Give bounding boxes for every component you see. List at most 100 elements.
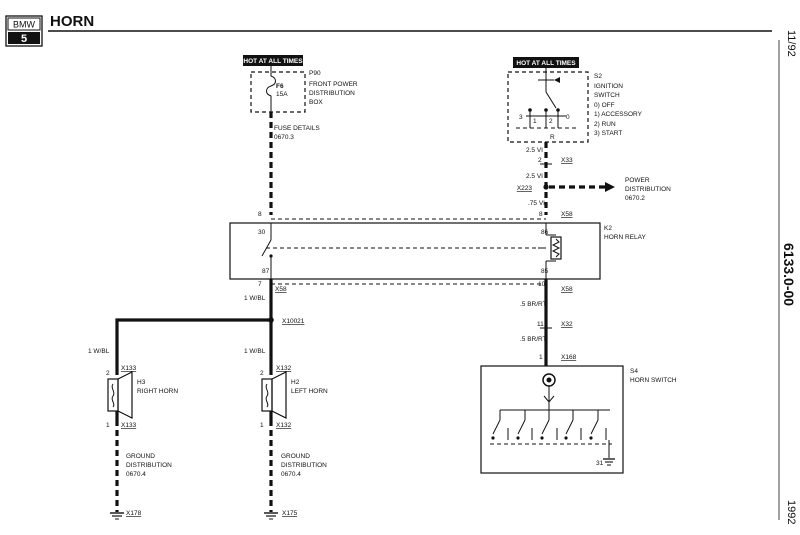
right-horn-pin-top: 2 <box>106 370 110 377</box>
fuse-component-id: P90 <box>309 70 321 77</box>
fuse-rating: 15A <box>276 91 288 98</box>
relay-out-pin-left: 7 <box>258 281 262 288</box>
side-year: 1992 <box>785 500 797 524</box>
relay-term-87: 87 <box>262 268 270 275</box>
fuse-name-1: FRONT POWER <box>309 81 358 88</box>
left-horn-gauge: 1 W/BL <box>244 348 266 355</box>
right-horn-conn-top: X133 <box>121 365 137 372</box>
left-horn-pin-bottom: 1 <box>260 422 264 429</box>
right-horn-ground-2: DISTRIBUTION <box>126 462 172 469</box>
fuse-details-1: FUSE DETAILS <box>274 125 320 132</box>
right-horn-pin-bottom: 1 <box>106 422 110 429</box>
logo-bottom-text: 5 <box>21 33 27 45</box>
fuse-box-outline <box>250 71 306 113</box>
left-horn-conn-bottom: X132 <box>276 422 292 429</box>
ignition-switch-blade <box>545 91 557 109</box>
right-horn-conn-bottom: X133 <box>121 422 137 429</box>
horn-switch-slip-ring-icon <box>542 373 556 387</box>
horn-switch-ground-pin: 31 <box>596 460 604 467</box>
hs-wire-pin-2: 1 <box>539 354 543 361</box>
hs-wire-conn-2: X168 <box>561 354 577 361</box>
relay-term-30: 30 <box>258 229 266 236</box>
left-horn-pin-top: 2 <box>260 370 264 377</box>
right-horn-id: H3 <box>137 379 146 386</box>
relay-out-conn-right: X58 <box>561 286 573 293</box>
right-horn-name: RIGHT HORN <box>137 388 178 395</box>
relay-out-conn-left: X58 <box>275 286 287 293</box>
right-horn-gauge: 1 W/BL <box>88 348 110 355</box>
fuse-hot-label: HOT AT ALL TIMES <box>243 55 303 66</box>
right-wire-pin-1: 2 <box>538 157 542 164</box>
ignition-term-1: 1 <box>533 118 537 125</box>
horn-switch-name: HORN SWITCH <box>630 377 677 384</box>
page-title: HORN <box>50 13 94 30</box>
relay-out-pin-right: 10 <box>538 281 546 288</box>
horn-switch-contacts <box>491 419 607 440</box>
side-date: 11/92 <box>785 30 797 57</box>
right-horn-ground-symbol <box>110 512 124 520</box>
ignition-pos-1: 1) ACCESSORY <box>594 111 643 118</box>
right-wire-gauge-1: 2.5 VI <box>526 147 543 154</box>
fuse-element <box>266 66 276 112</box>
right-wire-splice: X223 <box>517 185 533 192</box>
hs-wire-pin-1: 11 <box>537 321 544 328</box>
ignition-pos-0: 0) OFF <box>594 102 615 109</box>
hs-wire-gauge-2: .5 BR/RT <box>520 336 547 343</box>
left-horn-ground-id: X175 <box>282 510 298 517</box>
right-horn-ground-3: 0670.4 <box>126 471 146 478</box>
relay-coil <box>550 236 562 260</box>
left-horn-name: LEFT HORN <box>291 388 328 395</box>
splice-x223-dot <box>543 184 549 190</box>
left-horn-symbol <box>261 371 287 419</box>
left-branch-splice: X10021 <box>282 318 305 325</box>
ignition-hot-label: HOT AT ALL TIMES <box>513 57 579 68</box>
left-horn-ground-2: DISTRIBUTION <box>281 462 327 469</box>
right-wire-pin-3: 8 <box>539 211 543 218</box>
ignition-term-r: R <box>550 134 555 141</box>
bmw-logo: BMW 5 <box>5 15 43 47</box>
right-horn-ground-1: GROUND <box>126 453 155 460</box>
ignition-name-1: IGNITION <box>594 83 623 90</box>
svg-text:HOT AT ALL TIMES: HOT AT ALL TIMES <box>516 60 576 67</box>
svg-text:HOT AT ALL TIMES: HOT AT ALL TIMES <box>243 58 303 65</box>
right-horn-ground-id: X178 <box>126 510 142 517</box>
ignition-pos-2: 2) RUN <box>594 121 616 128</box>
left-horn-id: H2 <box>291 379 300 386</box>
ignition-switch-outline <box>507 71 589 143</box>
fuse-details-2: 0670.3 <box>274 134 294 141</box>
horn-switch-ground-symbol <box>603 458 615 466</box>
right-horn-symbol <box>107 371 133 419</box>
ignition-name-2: SWITCH <box>594 92 620 99</box>
horn-switch-id: S4 <box>630 368 638 375</box>
relay-term-85: 85 <box>541 268 549 275</box>
relay-name: HORN RELAY <box>604 234 646 241</box>
relay-term-86: 86 <box>541 229 549 236</box>
left-horn-conn-top: X132 <box>276 365 292 372</box>
side-page-number: 6133.0-00 <box>781 243 797 306</box>
right-wire-gauge-3: .75 VI <box>528 200 545 207</box>
ignition-pos-3: 3) START <box>594 130 622 137</box>
power-dist-2: DISTRIBUTION <box>625 186 671 193</box>
ignition-component-id: S2 <box>594 73 602 80</box>
left-horn-ground-1: GROUND <box>281 453 310 460</box>
left-horn-ground-symbol <box>264 512 278 520</box>
relay-left-pin: 8 <box>258 211 262 218</box>
splice-to-right-horn-wire <box>115 318 271 375</box>
horn-switch-box <box>480 365 624 474</box>
power-distribution-arrow <box>605 182 615 192</box>
left-horn-ground-3: 0670.4 <box>281 471 301 478</box>
left-branch-gauge: 1 W/BL <box>244 295 266 302</box>
fuse-id: F6 <box>276 83 284 90</box>
hs-wire-gauge-1: .5 BR/RT <box>520 301 547 308</box>
right-wire-conn-1: X33 <box>561 157 573 164</box>
hs-wire-conn-1: X32 <box>561 321 573 328</box>
logo-top-text: BMW <box>13 20 36 30</box>
right-wire-conn-3: X58 <box>561 211 573 218</box>
power-dist-3: 0670.2 <box>625 195 645 202</box>
ignition-term-2: 2 <box>549 118 553 125</box>
ignition-term-3: 3 <box>519 114 523 121</box>
right-wire-gauge-2: 2.5 VI <box>526 173 543 180</box>
relay-component-id: K2 <box>604 225 612 232</box>
